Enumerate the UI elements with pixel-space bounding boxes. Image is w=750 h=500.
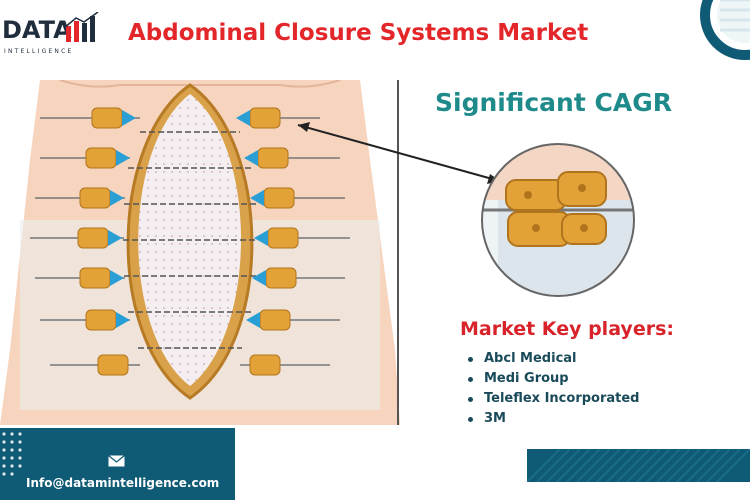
stripe-pattern [527, 449, 750, 482]
contact-email-link[interactable]: Info@datamintelligence.com [26, 476, 220, 490]
company-logo: DATA INTELLIGENCE [2, 6, 102, 62]
zoomed-clip-detail [481, 143, 635, 297]
bar-chart-icon [64, 12, 99, 42]
envelope-icon [108, 455, 125, 467]
logo-subtitle: INTELLIGENCE [4, 48, 74, 55]
cagr-headline: Significant CAGR [435, 88, 672, 117]
decorative-ring [700, 0, 750, 60]
bullet-icon [468, 357, 473, 362]
dot-pattern [2, 432, 22, 476]
bullet-icon [468, 397, 473, 402]
bullet-icon [468, 377, 473, 382]
list-item: Abcl Medical [466, 349, 640, 369]
key-players-list: Abcl Medical Medi Group Teleflex Incorpo… [466, 349, 640, 429]
abdominal-closure-illustration [0, 80, 400, 425]
bullet-icon [468, 417, 473, 422]
footer-right-bar [527, 449, 750, 482]
logo-word: DATA [2, 16, 72, 44]
list-item: 3M [466, 409, 640, 429]
key-players-heading: Market Key players: [460, 318, 674, 340]
page-title: Abdominal Closure Systems Market [128, 20, 589, 46]
list-item: Teleflex Incorporated [466, 389, 640, 409]
list-item: Medi Group [466, 369, 640, 389]
